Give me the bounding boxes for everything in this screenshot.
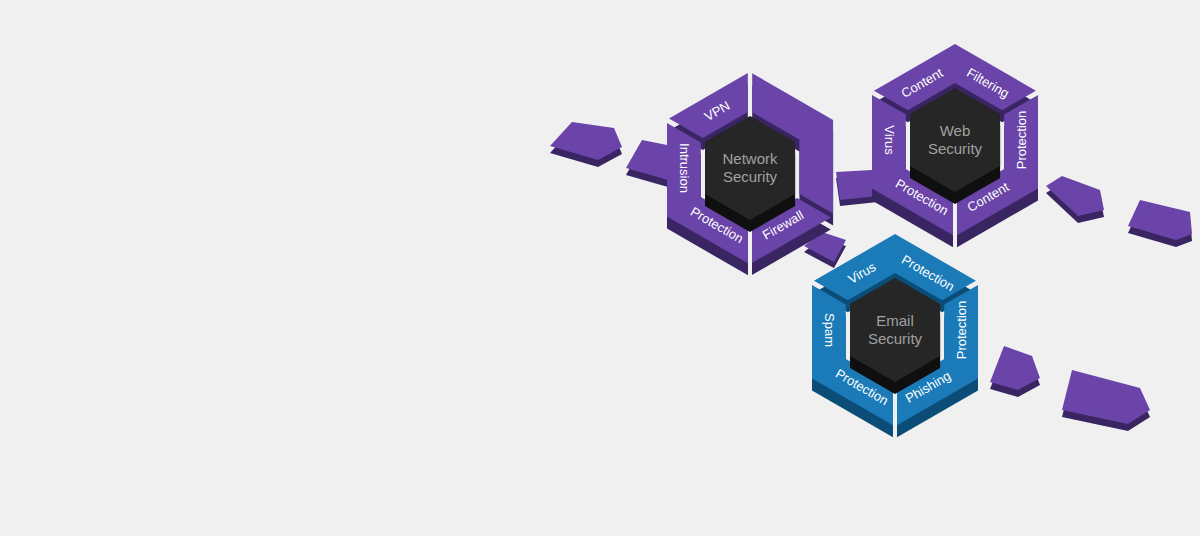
hexagon-core: Email Security bbox=[850, 278, 940, 394]
fragment-top bbox=[1062, 370, 1150, 424]
fragment-top bbox=[1128, 200, 1192, 240]
fragment bbox=[550, 122, 622, 167]
fragment-top bbox=[626, 140, 672, 180]
shape-top bbox=[850, 278, 940, 382]
hexagon-label: Network Security bbox=[714, 150, 786, 186]
hexagon-label-box: Email Security bbox=[850, 278, 940, 382]
segment-label: Spam bbox=[822, 313, 835, 347]
segment-label: Virus bbox=[882, 125, 895, 154]
fragment bbox=[1128, 200, 1192, 247]
fragment bbox=[626, 140, 672, 187]
hexagon-label: Web Security bbox=[919, 122, 991, 158]
shape-top bbox=[910, 88, 1000, 192]
segment-label: Intrusion bbox=[677, 143, 690, 193]
shape-top bbox=[705, 116, 795, 220]
hexagon-core: Web Security bbox=[910, 88, 1000, 204]
fragment-top bbox=[1046, 176, 1104, 216]
hexagon-core: Network Security bbox=[705, 116, 795, 232]
fragment-top bbox=[836, 170, 878, 200]
hexagon-label-box: Network Security bbox=[705, 116, 795, 220]
segment-label: Protection bbox=[955, 301, 968, 360]
fragment-top bbox=[550, 122, 622, 160]
segment-label: Protection bbox=[1015, 111, 1028, 170]
fragment bbox=[1046, 176, 1104, 223]
fragment bbox=[990, 346, 1040, 397]
hexagon-label-box: Web Security bbox=[910, 88, 1000, 192]
fragment bbox=[1062, 370, 1150, 431]
fragment bbox=[836, 170, 878, 206]
hexagon-label: Email Security bbox=[859, 312, 931, 348]
fragment-top bbox=[990, 346, 1040, 390]
